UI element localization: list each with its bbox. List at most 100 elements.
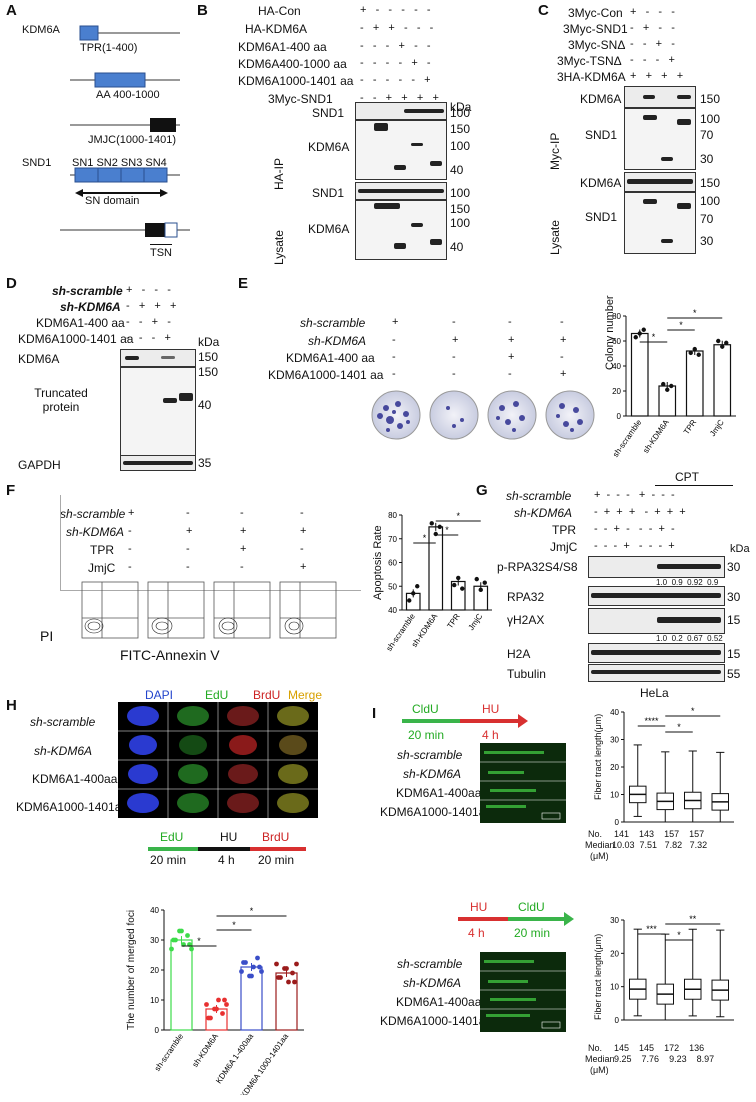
b-lys-kdm6a: KDM6A <box>308 222 350 236</box>
data-point <box>474 576 479 582</box>
data-point <box>688 350 693 356</box>
x-tick-label: sh-scramble <box>611 418 644 459</box>
b-row-4: KDM6A1000-1401 aa <box>238 74 354 88</box>
panel-b-letter: B <box>197 2 208 19</box>
g-blot-rpa32 <box>588 586 725 606</box>
data-point <box>249 973 254 979</box>
significance-label: * <box>677 722 681 732</box>
bar <box>713 344 732 417</box>
x-tick-label: TPR <box>682 418 699 436</box>
x-tick-label: sh-scramble <box>385 612 418 653</box>
c-blot-ip-kdm6a <box>624 86 696 108</box>
data-point <box>407 598 412 603</box>
data-point <box>415 584 420 589</box>
significance-label: ** <box>689 914 697 924</box>
data-point <box>661 381 666 387</box>
b-lysate-label: Lysate <box>272 230 286 265</box>
data-point <box>633 335 638 340</box>
y-tick-label: 40 <box>612 362 621 371</box>
data-point <box>259 969 264 974</box>
data-point <box>292 979 297 985</box>
bar <box>428 526 444 611</box>
significance-label: * <box>677 930 681 940</box>
data-point <box>189 946 194 952</box>
b-row-5: 3Myc-SND1 <box>268 92 333 106</box>
bar <box>170 939 193 1031</box>
data-point <box>696 352 701 357</box>
g-blot-h2a <box>588 643 725 663</box>
sn-domain-label: SN domain <box>85 195 140 207</box>
sn-labels: SN1 SN2 SN3 SN4 <box>72 157 167 169</box>
data-point <box>716 338 721 344</box>
colony-plates <box>371 390 595 440</box>
data-point <box>251 964 256 970</box>
b-blot-ip-kdm6a <box>355 120 447 180</box>
d-blot-gapdh <box>120 455 196 471</box>
b-row-1: HA-KDM6A <box>245 22 308 36</box>
significance-label: * <box>693 308 697 318</box>
x-tick-label: sh-KDM6A <box>641 417 671 454</box>
significance-label: * <box>197 936 201 946</box>
panel-a-letter: A <box>6 2 17 19</box>
y-tick-label: 0 <box>615 1016 620 1025</box>
data-point <box>720 344 725 349</box>
y-tick-label: 80 <box>612 312 621 321</box>
y-tick-label: 30 <box>610 916 619 925</box>
data-point <box>222 997 227 1003</box>
tpr-label: TPR(1-400) <box>80 42 138 54</box>
data-point <box>274 961 279 967</box>
data-point <box>478 587 483 593</box>
fiber-images-top <box>480 743 566 823</box>
b-blot-lys-snd1 <box>355 182 447 200</box>
data-point <box>214 1006 219 1012</box>
fiber-images-bottom <box>480 952 566 1032</box>
data-point <box>220 1011 225 1016</box>
significance-label: * <box>423 533 427 543</box>
x-tick-label: sh-KDM6A <box>191 1031 221 1068</box>
y-tick-label: 50 <box>388 582 397 591</box>
y-tick-label: 60 <box>388 559 397 568</box>
x-tick-label: TPR <box>445 612 462 630</box>
b-ip-kdm6a: KDM6A <box>308 140 350 154</box>
b-blot-ip-snd1 <box>355 102 447 120</box>
data-point <box>641 327 646 332</box>
data-point <box>665 387 670 392</box>
b-kda: kDa <box>450 100 472 114</box>
data-point <box>433 531 438 537</box>
y-tick-label: 10 <box>150 996 159 1005</box>
y-tick-label: 30 <box>610 736 619 745</box>
b-blot-lys-kdm6a <box>355 200 447 260</box>
data-point <box>437 524 442 530</box>
data-point <box>482 580 487 585</box>
significance-label: * <box>445 525 449 535</box>
y-tick-label: 40 <box>610 708 619 717</box>
bar <box>685 350 704 417</box>
data-point <box>171 937 176 943</box>
data-point <box>206 1015 211 1021</box>
data-point <box>204 1002 209 1007</box>
data-point <box>692 346 697 352</box>
data-point <box>294 961 299 967</box>
b-ip-snd1: SND1 <box>312 106 345 120</box>
tsn-label: TSN <box>150 247 172 259</box>
b-lys-snd1: SND1 <box>312 186 345 200</box>
data-point <box>637 331 642 336</box>
data-point <box>411 591 416 596</box>
data-point <box>284 966 289 971</box>
g-blot-tubulin <box>588 664 725 682</box>
g-blot-gh2ax <box>588 608 725 634</box>
data-point <box>255 955 260 961</box>
y-tick-label: 10 <box>610 791 619 800</box>
x-tick-label: KDM6A 1-400aa <box>214 1032 255 1086</box>
b-row-2: KDM6A1-400 aa <box>238 40 327 54</box>
significance-label: * <box>250 906 254 916</box>
significance-label: * <box>652 332 656 342</box>
c-blot-lys-snd1 <box>624 192 696 254</box>
snd1-label: SND1 <box>22 157 52 169</box>
significance-label: **** <box>644 716 659 726</box>
data-point <box>216 997 221 1003</box>
data-point <box>452 582 457 588</box>
data-point <box>257 964 262 970</box>
y-tick-label: 10 <box>610 983 619 992</box>
